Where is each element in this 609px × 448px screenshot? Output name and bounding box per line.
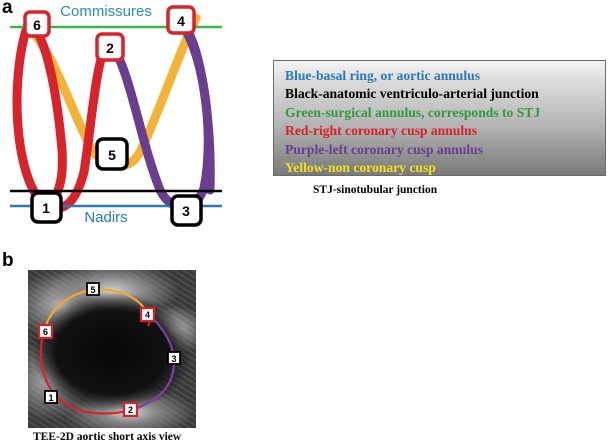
svg-text:1: 1 (48, 393, 53, 403)
svg-text:3: 3 (182, 203, 190, 219)
red-right-coronary-cusp-curve-inner (23, 19, 67, 210)
svg-text:5: 5 (90, 285, 95, 295)
echo-marker-5: 5 (86, 282, 100, 296)
panel-label-b: b (2, 250, 14, 271)
svg-text:4: 4 (177, 13, 185, 29)
short-axis-annotation-overlay: 5 6 4 3 1 2 (37, 282, 181, 418)
legend-blue: Blue-basal ring, or aortic annulus (285, 68, 480, 83)
echo-caption: TEE-2D aortic short axis view (33, 431, 182, 443)
legend-yellow: Yellow-non coronary cusp (285, 160, 436, 176)
legend-red: Red-right coronary cusp annulus (285, 123, 477, 139)
marker-2: 2 (95, 32, 125, 62)
svg-text:2: 2 (128, 405, 133, 415)
commissures-label: Commissures (60, 3, 152, 20)
svg-text:5: 5 (108, 147, 116, 163)
panel-label-a: a (2, 0, 13, 18)
svg-text:1: 1 (42, 200, 50, 216)
marker-1: 1 (30, 191, 63, 224)
nadirs-label: Nadirs (84, 209, 127, 226)
marker-6: 6 (23, 10, 51, 38)
legend-black: Black-anatomic ventriculo-arterial junct… (285, 86, 539, 102)
marker-3: 3 (170, 194, 203, 227)
legend-box: Blue-basal ring, or aortic annulus Black… (273, 60, 606, 176)
svg-text:2: 2 (106, 40, 114, 56)
stj-footnote: STJ-sinotubular junction (313, 184, 438, 196)
marker-4: 4 (166, 5, 196, 35)
tee-echo-image: 5 6 4 3 1 2 (28, 270, 196, 428)
svg-text:4: 4 (145, 310, 150, 320)
echo-marker-2: 2 (122, 401, 139, 418)
echo-marker-6: 6 (37, 323, 54, 340)
aortic-root-crown-diagram: Commissures Nadirs 6 4 2 5 1 3 (10, 3, 222, 227)
svg-text:6: 6 (33, 17, 41, 33)
echo-marker-1: 1 (44, 390, 58, 404)
echo-marker-3: 3 (167, 351, 181, 365)
svg-text:6: 6 (43, 327, 48, 337)
legend-purple: Purple-left coronary cusp annulus (285, 141, 484, 157)
echo-marker-4: 4 (139, 306, 156, 323)
svg-text:3: 3 (171, 354, 176, 364)
legend-green: Green-surgical annulus, corresponds to S… (285, 104, 541, 120)
marker-5: 5 (95, 137, 129, 171)
